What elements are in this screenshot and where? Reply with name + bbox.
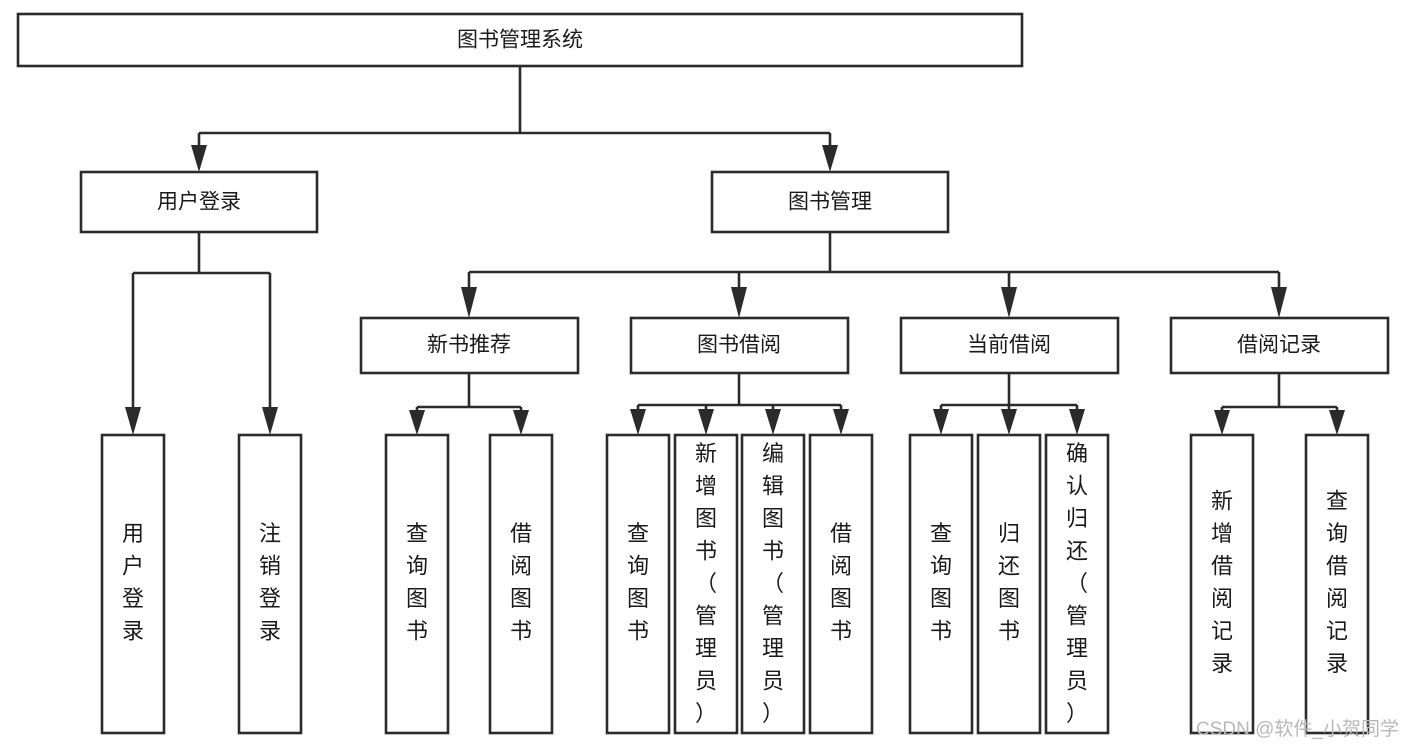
leaf-cb-return-book-box[interactable]	[976, 433, 1042, 735]
node-borrow-record[interactable]: 借阅记录	[1169, 316, 1390, 375]
leaf-bb-edit-book-box[interactable]	[740, 433, 806, 735]
leaf-bb-edit-book[interactable]: 编辑图书（管理员）	[740, 433, 806, 735]
node-new-book-recommend-box[interactable]	[359, 316, 580, 375]
node-new-book-recommend[interactable]: 新书推荐	[359, 316, 580, 375]
node-new-book-recommend-label: 新书推荐	[427, 334, 511, 357]
leaf-cb-query-book-box[interactable]	[908, 433, 974, 735]
leaf-br-add-record-box[interactable]	[1189, 433, 1255, 735]
leaf-logout-box[interactable]	[237, 433, 303, 735]
leaf-bb-borrow-book[interactable]: 借阅图书	[808, 433, 874, 735]
node-book-management-label: 图书管理	[788, 191, 872, 214]
leaf-newbook-query-book-label: 查询图书	[406, 521, 428, 644]
leaf-logout[interactable]: 注销登录	[237, 433, 303, 735]
node-book-management[interactable]: 图书管理	[710, 170, 950, 234]
arrow-head-cb-confirm	[1069, 409, 1085, 435]
arrow-head-leaf-user-login	[125, 407, 141, 435]
arrow-head-bb-borrow	[833, 409, 849, 435]
leaf-cb-query-book[interactable]: 查询图书	[908, 433, 974, 735]
leaf-bb-query-book-label: 查询图书	[627, 521, 649, 644]
leaf-user-login-box[interactable]	[100, 433, 166, 735]
connector-layer	[125, 66, 1345, 435]
leaf-br-query-record[interactable]: 查询借阅记录	[1304, 433, 1370, 735]
arrow-head-current-borrow	[1001, 287, 1017, 318]
leaf-newbook-query-book-box[interactable]	[384, 433, 450, 735]
arrow-head-user-login	[191, 145, 207, 172]
leaf-bb-borrow-book-box[interactable]	[808, 433, 874, 735]
arrow-head-bb-add	[698, 409, 714, 435]
leaf-cb-confirm-return-label: 确认归还（管理员）	[1066, 441, 1088, 726]
node-user-login-label: 用户登录	[157, 191, 241, 214]
node-current-borrow[interactable]: 当前借阅	[899, 316, 1120, 375]
leaf-bb-add-book-box[interactable]	[673, 433, 739, 735]
node-user-login[interactable]: 用户登录	[79, 170, 319, 234]
leaf-br-query-record-label: 查询借阅记录	[1326, 489, 1348, 677]
node-borrow-record-label: 借阅记录	[1237, 334, 1321, 357]
arrow-head-newbook-borrow	[513, 410, 529, 435]
node-borrow-record-box[interactable]	[1169, 316, 1390, 375]
node-current-borrow-box[interactable]	[899, 316, 1120, 375]
leaf-bb-add-book[interactable]: 新增图书（管理员）	[673, 433, 739, 735]
leaf-cb-return-book[interactable]: 归还图书	[976, 433, 1042, 735]
node-book-management-box[interactable]	[710, 170, 950, 234]
leaf-br-query-record-box[interactable]	[1304, 433, 1370, 735]
node-user-login-box[interactable]	[79, 170, 319, 234]
leaf-br-add-record-label: 新增借阅记录	[1211, 489, 1233, 677]
arrow-head-br-query	[1329, 410, 1345, 435]
leaf-br-add-record[interactable]: 新增借阅记录	[1189, 433, 1255, 735]
node-current-borrow-label: 当前借阅	[967, 334, 1051, 357]
csdn-watermark: CSDN @软件_小贺同学	[1196, 718, 1399, 740]
leaf-user-login[interactable]: 用户登录	[100, 433, 166, 735]
arrow-head-borrow-record	[1271, 287, 1287, 318]
leaf-bb-add-book-label: 新增图书（管理员）	[695, 441, 717, 726]
node-root-label: 图书管理系统	[457, 29, 583, 52]
node-root-box[interactable]	[16, 12, 1024, 68]
leaf-cb-confirm-return[interactable]: 确认归还（管理员）	[1044, 433, 1110, 735]
arrow-head-br-add	[1214, 410, 1230, 435]
arrow-head-new-book	[461, 287, 477, 318]
leaf-newbook-query-book[interactable]: 查询图书	[384, 433, 450, 735]
leaf-cb-query-book-label: 查询图书	[930, 521, 952, 644]
leaf-bb-edit-book-label: 编辑图书（管理员）	[762, 441, 784, 726]
leaf-bb-borrow-book-label: 借阅图书	[830, 521, 852, 644]
node-book-borrow-label: 图书借阅	[697, 334, 781, 357]
arrow-head-cb-query	[933, 409, 949, 435]
leaf-newbook-borrow-book-box[interactable]	[488, 433, 554, 735]
node-root[interactable]: 图书管理系统	[16, 12, 1024, 68]
leaf-bb-query-book-box[interactable]	[605, 433, 671, 735]
arrow-head-newbook-query	[409, 410, 425, 435]
leaf-logout-label: 注销登录	[259, 521, 281, 644]
node-book-borrow-box[interactable]	[629, 316, 850, 375]
leaf-user-login-label: 用户登录	[122, 521, 144, 644]
arrow-head-book-mgmt	[822, 145, 838, 172]
leaf-cb-return-book-label: 归还图书	[998, 521, 1020, 644]
arrow-head-cb-return	[1001, 409, 1017, 435]
arrow-head-book-borrow	[731, 287, 747, 318]
node-book-borrow[interactable]: 图书借阅	[629, 316, 850, 375]
arrow-head-bb-edit	[765, 409, 781, 435]
leaf-newbook-borrow-book[interactable]: 借阅图书	[488, 433, 554, 735]
arrow-head-bb-query	[630, 409, 646, 435]
arrow-head-leaf-logout	[262, 407, 278, 435]
leaf-newbook-borrow-book-label: 借阅图书	[510, 521, 532, 644]
leaf-bb-query-book[interactable]: 查询图书	[605, 433, 671, 735]
leaf-cb-confirm-return-box[interactable]	[1044, 433, 1110, 735]
